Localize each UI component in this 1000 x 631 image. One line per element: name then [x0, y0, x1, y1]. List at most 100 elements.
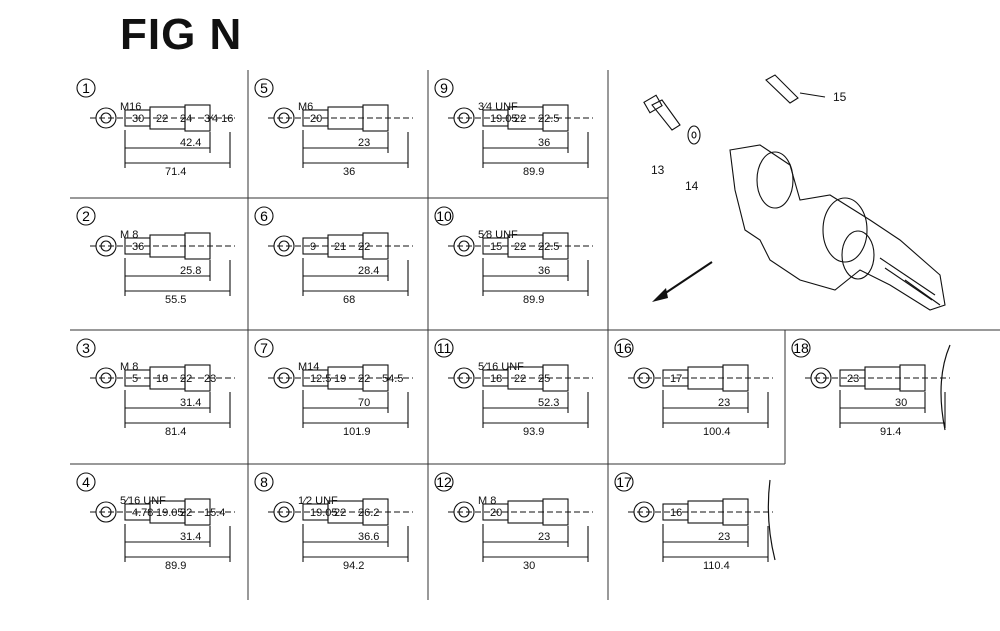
- dimension-label: 18: [156, 373, 168, 385]
- dimension-label: 36.6: [358, 531, 379, 543]
- washer-part: [687, 125, 701, 145]
- dimension-label: 42.4: [180, 137, 201, 149]
- dimension-label: 70: [358, 397, 370, 409]
- cell-number: 2: [82, 208, 90, 224]
- cell-number-badge: 6: [254, 206, 274, 226]
- cell-number-badge: 1: [76, 78, 96, 98]
- dimension-label: 4.78: [132, 507, 153, 519]
- grid-lines: [70, 70, 1000, 600]
- part-label-14: 14: [685, 179, 699, 193]
- dimension-label: 25: [538, 373, 550, 385]
- dimension-label: 12.5: [310, 373, 331, 385]
- dimension-label: 71.4: [165, 166, 186, 178]
- cell-number-badge: 2: [76, 206, 96, 226]
- dimension-label: 110.4: [703, 560, 730, 572]
- arrow-head-icon: [652, 288, 668, 302]
- dimension-label: 22: [358, 241, 370, 253]
- cell-number: 9: [440, 80, 448, 96]
- crankshaft-illustration: [729, 144, 946, 311]
- dimension-label: 15: [490, 241, 502, 253]
- dimension-label: 55.5: [165, 294, 186, 306]
- dimension-label: 30: [895, 397, 907, 409]
- thread-label: M 8: [120, 361, 138, 373]
- cell-number: 1: [82, 80, 90, 96]
- dimension-label: 3⁄4 16: [204, 113, 233, 125]
- thread-label: M16: [120, 101, 141, 113]
- dimension-label: 15.4: [204, 507, 225, 519]
- dimension-label: 23: [847, 373, 859, 385]
- cell-number: 10: [436, 208, 452, 224]
- cell-number: 17: [616, 474, 632, 490]
- thread-label: 5⁄16 UNF: [120, 495, 166, 507]
- cell-number-badge: 10: [434, 206, 454, 226]
- dimension-label: 19.05: [490, 113, 518, 125]
- direction-arrow: [657, 261, 713, 299]
- dimension-label: 22: [156, 113, 168, 125]
- dimension-label: 28.4: [358, 265, 379, 277]
- dimension-label: 19: [334, 373, 346, 385]
- dimension-label: 93.9: [523, 426, 544, 438]
- dimension-label: 81.4: [165, 426, 186, 438]
- pin-part: [765, 74, 799, 104]
- dimension-label: 30: [523, 560, 535, 572]
- dimension-label: 89.9: [523, 294, 544, 306]
- cell-number-badge: 11: [434, 338, 454, 358]
- cell-number-badge: 8: [254, 472, 274, 492]
- cell-number: 5: [260, 80, 268, 96]
- dimension-label: 22: [514, 373, 526, 385]
- dimension-label: 9: [310, 241, 316, 253]
- cell-number-badge: 3: [76, 338, 96, 358]
- dimension-label: 23: [358, 137, 370, 149]
- cell-number-badge: 17: [614, 472, 634, 492]
- dimension-label: 22: [358, 373, 370, 385]
- thread-label: 5⁄16 UNF: [478, 361, 524, 373]
- dimension-label: 22: [514, 241, 526, 253]
- cell-number: 7: [260, 340, 268, 356]
- dimension-label: 23: [718, 531, 730, 543]
- dimension-label: 20: [490, 507, 502, 519]
- dimension-label: 91.4: [880, 426, 901, 438]
- cell-number-badge: 5: [254, 78, 274, 98]
- dimension-label: 36: [343, 166, 355, 178]
- dimension-label: 23: [718, 397, 730, 409]
- dimension-label: 89.9: [523, 166, 544, 178]
- thread-label: 1⁄2 UNF: [298, 495, 338, 507]
- dimension-label: 16: [670, 507, 682, 519]
- dimension-label: 19.05: [156, 507, 184, 519]
- dimension-label: 17: [670, 373, 682, 385]
- thread-label: 5⁄8 UNF: [478, 229, 518, 241]
- cell-number: 12: [436, 474, 452, 490]
- cell-number-badge: 4: [76, 472, 96, 492]
- dimension-label: 22: [180, 373, 192, 385]
- dimension-label: 23: [538, 531, 550, 543]
- dimension-label: 22: [514, 113, 526, 125]
- cell-number: 8: [260, 474, 268, 490]
- cell-number-badge: 7: [254, 338, 274, 358]
- dimension-label: 54.5: [382, 373, 403, 385]
- dimension-label: 20: [310, 113, 322, 125]
- cell-number-badge: 9: [434, 78, 454, 98]
- thread-label: M 8: [120, 229, 138, 241]
- dimension-label: 100.4: [703, 426, 731, 438]
- cell-number: 6: [260, 208, 268, 224]
- cell-number: 3: [82, 340, 90, 356]
- dimension-label: 89.9: [165, 560, 186, 572]
- thread-label: M6: [298, 101, 313, 113]
- part-label-15: 15: [833, 90, 847, 104]
- cell-number: 11: [437, 340, 452, 356]
- thread-label: M 8: [478, 495, 496, 507]
